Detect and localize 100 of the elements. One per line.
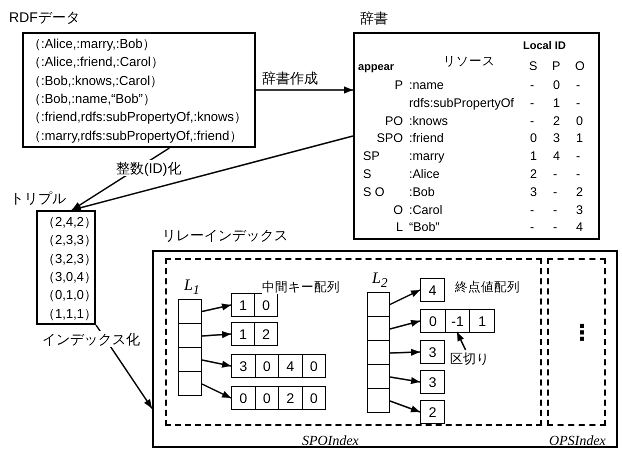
local-id-value: -	[553, 184, 558, 200]
resource-name: :name	[409, 78, 444, 92]
array-slot	[178, 372, 202, 396]
triple-text: （:Bob,:knows,:Carol）	[28, 74, 164, 89]
value-array	[420, 400, 445, 424]
resource-name: :Alice	[409, 167, 440, 182]
value-cell: 0	[302, 387, 325, 409]
array-slot	[367, 292, 390, 317]
arrow	[202, 303, 232, 312]
local-id-value: -	[553, 220, 558, 235]
value-array	[420, 340, 445, 364]
triple-text: （:Bob,:name,“Bob”）	[28, 92, 156, 107]
array-slot	[367, 365, 390, 389]
annotation-text: 区切り	[450, 350, 502, 368]
array-title: 中間キー配列	[262, 280, 340, 294]
local-id-value: 3	[530, 184, 537, 200]
box-heading: RDFデータ	[9, 9, 80, 26]
local-id-value: -	[553, 202, 558, 217]
local-id-value: 4	[576, 220, 583, 235]
appear-code: O	[393, 202, 403, 217]
local-id-value: 2	[530, 167, 537, 182]
value-array	[420, 309, 495, 333]
column-header: Local ID	[523, 40, 566, 53]
value-cell-text: 0	[238, 389, 248, 408]
appear-code: L	[396, 220, 403, 235]
local-id-value: 1	[576, 131, 583, 146]
resource-name: rdfs:subPropertyOf	[409, 96, 514, 110]
triple-text: （:marry,rdfs:subPropertyOf,:friend）	[28, 128, 242, 144]
array-title: 終点値配列	[455, 280, 520, 294]
arrow	[390, 400, 420, 413]
resource-name: :knows	[409, 114, 448, 128]
panel-heading: リレーインデックス	[162, 227, 288, 244]
array-slot	[178, 348, 202, 372]
index-name: SPOIndex	[302, 434, 359, 450]
local-id-value: -	[553, 167, 558, 182]
array-slot	[367, 341, 390, 365]
local-id-value: -	[530, 202, 534, 217]
column-header: S	[529, 59, 538, 74]
local-id-value: 3	[576, 202, 583, 217]
array-label: L$_{2}$	[372, 270, 388, 290]
value-cell-text: 3	[428, 373, 438, 392]
local-id-value: -	[530, 220, 534, 235]
appear-code: SP	[363, 149, 380, 164]
id-triple-text: （3,2,3）	[42, 252, 97, 267]
local-id-value: 0	[553, 78, 560, 92]
local-id-value: 1	[553, 96, 560, 110]
value-cell: 2	[278, 387, 302, 409]
box-heading: トリプル	[10, 190, 66, 206]
column-header: リソース	[443, 54, 495, 68]
value-cell: 0	[254, 355, 278, 377]
resource-name: :friend	[409, 131, 444, 146]
value-array	[420, 278, 445, 302]
value-cell-text: 0	[428, 312, 438, 331]
column-header: O	[575, 59, 585, 74]
edge-label: インデックス化	[42, 331, 140, 348]
column-header: appear	[358, 61, 394, 74]
id-triple-text: （2,4,2）	[42, 215, 97, 230]
local-id-value: -	[576, 96, 580, 110]
appear-code: SPO	[376, 131, 403, 146]
array-slot	[178, 299, 202, 324]
array-slot	[367, 317, 390, 341]
key-array	[231, 322, 278, 346]
id-triple-text: （3,0,4）	[42, 270, 97, 285]
arrow	[390, 320, 420, 330]
value-cell-text: 1	[238, 296, 248, 315]
array-slot	[367, 389, 390, 413]
local-id-value: -	[530, 96, 534, 110]
arrow	[202, 331, 232, 338]
arrow	[390, 289, 420, 306]
local-id-value: -	[576, 167, 580, 182]
value-cell: 1	[469, 310, 494, 332]
local-id-value: 2	[576, 184, 583, 200]
appear-code: S O	[363, 184, 385, 200]
value-cell: 0	[302, 355, 325, 377]
array-label: L$_{1}$	[184, 277, 200, 298]
value-cell-text: 3	[238, 357, 248, 376]
value-cell: 0	[254, 387, 278, 409]
value-array	[420, 370, 445, 394]
local-id-value: -	[576, 78, 580, 92]
local-id-value: 1	[530, 149, 537, 164]
value-cell-text: 4	[428, 281, 438, 300]
resource-name: :Bob	[409, 184, 435, 200]
arrow	[256, 86, 353, 94]
local-id-value: 0	[576, 114, 583, 128]
index-name: OPSIndex	[549, 434, 606, 450]
appear-code: S	[363, 167, 372, 182]
array-slot	[178, 324, 202, 348]
box-heading: 辞書	[360, 10, 388, 26]
id-triple-text: （0,1,0）	[42, 288, 97, 304]
local-id-value: -	[530, 114, 534, 128]
arrow	[202, 359, 232, 368]
edge-label: 辞書作成	[262, 70, 318, 86]
column-header: P	[552, 59, 560, 74]
value-cell: 2	[254, 323, 277, 345]
value-cell-text: 2	[428, 403, 438, 422]
triple-text: （:Alice,:marry,:Bob）	[28, 37, 156, 52]
edge-label: 整数(ID)化	[116, 160, 182, 176]
id-triple-text: （2,3,3）	[42, 233, 97, 248]
triple-text: （:Alice,:friend,:Carol）	[28, 55, 164, 70]
key-array	[231, 354, 326, 378]
